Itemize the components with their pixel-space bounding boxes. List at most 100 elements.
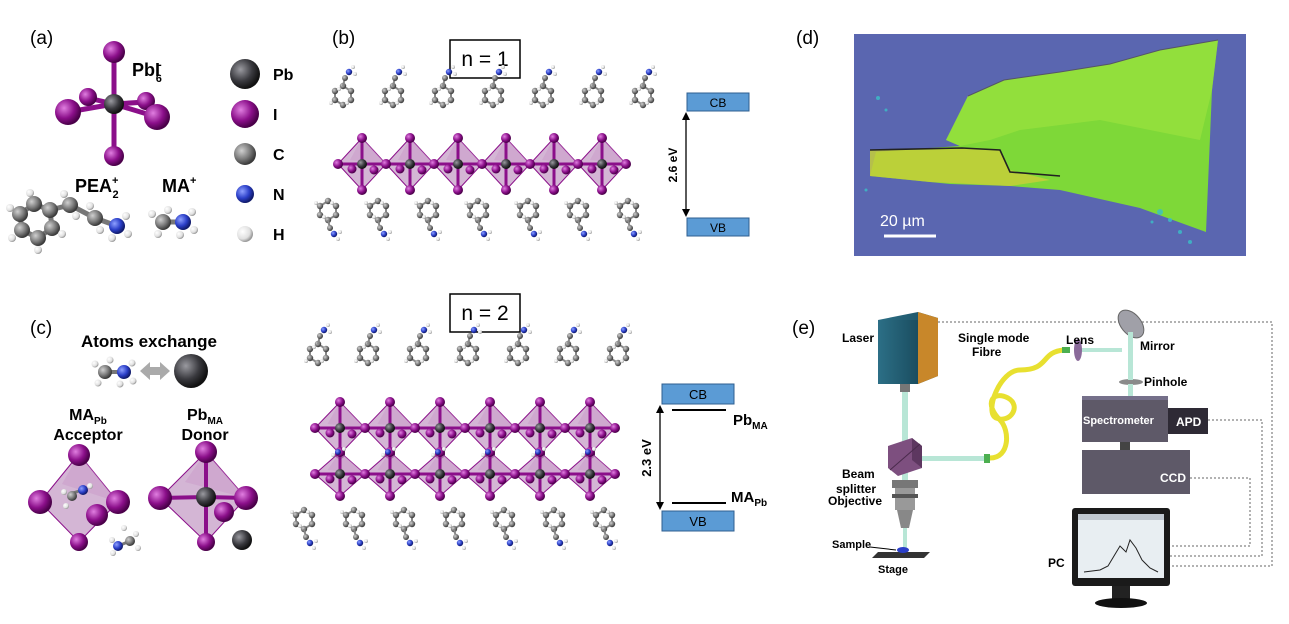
legend-label-i: I [273, 107, 277, 124]
pbi6-octahedron-unit [429, 133, 483, 195]
fibre-label-2: Fibre [972, 345, 1002, 359]
apd [1168, 408, 1208, 434]
pea-cation [364, 197, 392, 241]
pea-cation [414, 197, 442, 241]
panel-a: (a) PbI-6 PEA+2 MA+ [6, 28, 294, 254]
pbi6-octahedron-unit [460, 447, 516, 501]
mirror [1117, 309, 1145, 352]
n2-label: n = 2 [461, 302, 508, 325]
lens-label: Lens [1066, 333, 1094, 347]
pea-cation [304, 323, 332, 367]
pinhole-label: Pinhole [1144, 375, 1188, 389]
octahedron-label: PbI-6 [132, 59, 162, 85]
pbi6-octahedron-unit [310, 447, 366, 501]
pinhole [1119, 379, 1143, 385]
pbi6-octahedron-unit [410, 447, 466, 501]
pbi6-octahedron-unit [525, 133, 579, 195]
legend-atom-h [237, 226, 253, 242]
pea-cation [429, 65, 457, 109]
pbi6-octahedron-unit [410, 397, 466, 459]
cb-band [686, 92, 750, 112]
panel-a-label: (a) [30, 28, 53, 49]
pea-cation [354, 323, 382, 367]
pc-monitor [1072, 508, 1170, 608]
laser-label: Laser [842, 331, 874, 345]
legend-atom-pb [230, 59, 260, 89]
pea-cation [314, 197, 342, 241]
panel-d-label: (d) [796, 28, 819, 49]
stage [872, 547, 930, 558]
pea-cation [379, 65, 407, 109]
exchange-pb [174, 354, 208, 388]
pbi6-octahedron-unit [381, 133, 435, 195]
donor-role: Donor [181, 427, 228, 444]
legend-label-n: N [273, 187, 285, 204]
pbi6-octahedron-unit [310, 397, 366, 459]
pbi6-octahedron-unit [360, 397, 416, 459]
panel-c-label: (c) [30, 318, 52, 339]
band-diagram-n2: CB VB PbMA MAPb 2.3 eV [639, 383, 768, 532]
pea-cation [590, 506, 618, 550]
pea-cation [579, 65, 607, 109]
band-diagram-n1: CB VB 2.6 eV [666, 92, 750, 237]
gap-label-n2: 2.3 eV [639, 439, 654, 477]
n1-lattice [314, 65, 657, 241]
n2-box [449, 293, 521, 333]
pea-cation [290, 506, 318, 550]
cb-label-n2: CB [689, 387, 707, 402]
pea-cation [604, 323, 632, 367]
spectrometer [1082, 396, 1168, 442]
n2-lattice [290, 323, 632, 550]
pea-cation [514, 197, 542, 241]
donor-octahedron [148, 441, 258, 551]
legend-atom-i [231, 100, 259, 128]
pea-cation [529, 65, 557, 109]
donor-level-label: PbMA [733, 412, 768, 432]
pea-cation [479, 65, 507, 109]
pea-cation [554, 323, 582, 367]
pbi6-octahedron-unit [560, 397, 616, 459]
objective [892, 480, 918, 528]
pea-cation [564, 197, 592, 241]
beam-splitter-label-2: splitter [836, 482, 876, 496]
ma-molecule [148, 206, 198, 239]
n1-box [449, 39, 521, 79]
lens [1074, 339, 1082, 361]
atoms-exchange-title: Atoms exchange [81, 332, 217, 351]
pbi6-octahedron-unit [573, 133, 627, 195]
pbi6-octahedron-unit [333, 133, 387, 195]
ma-label: MA+ [162, 175, 196, 196]
pea-cation [440, 506, 468, 550]
legend-label-pb: Pb [273, 67, 294, 84]
cb-label: CB [710, 96, 727, 110]
acceptor-role: Acceptor [53, 427, 122, 444]
legend-atom-n [236, 185, 254, 203]
acceptor-level-label: MAPb [731, 489, 767, 509]
pbi6-octahedron-unit [510, 397, 566, 459]
panel-b-label: (b) [332, 28, 355, 49]
stage-label: Stage [878, 564, 908, 576]
exchange-ma [91, 356, 137, 388]
pbi6-octahedron-unit [510, 447, 566, 501]
laser [878, 312, 938, 392]
exchange-arrow [140, 362, 170, 380]
pbi6-octahedron-unit [477, 133, 531, 195]
scale-bar-label: 20 µm [880, 213, 925, 230]
pea-cation [490, 506, 518, 550]
vb-label: VB [710, 221, 726, 235]
beam-splitter-label-1: Beam [842, 467, 875, 481]
vb-band-n2 [661, 510, 735, 532]
apd-label: APD [1176, 415, 1202, 429]
pbi6-octahedron-unit [360, 447, 416, 501]
beam-splitter [888, 438, 922, 476]
panel-b: (b) n = 1 CB VB 2.6 eV [314, 28, 750, 241]
pea-cation [329, 65, 357, 109]
pbi6-octahedron-unit [460, 397, 516, 459]
pea-molecule [6, 189, 132, 254]
pea-cation [540, 506, 568, 550]
panel-c: (c) Atoms exchange MAPb Acceptor PbMA Do… [28, 293, 768, 556]
vb-label-n2: VB [689, 514, 706, 529]
fibre-label-1: Single mode [958, 331, 1030, 345]
